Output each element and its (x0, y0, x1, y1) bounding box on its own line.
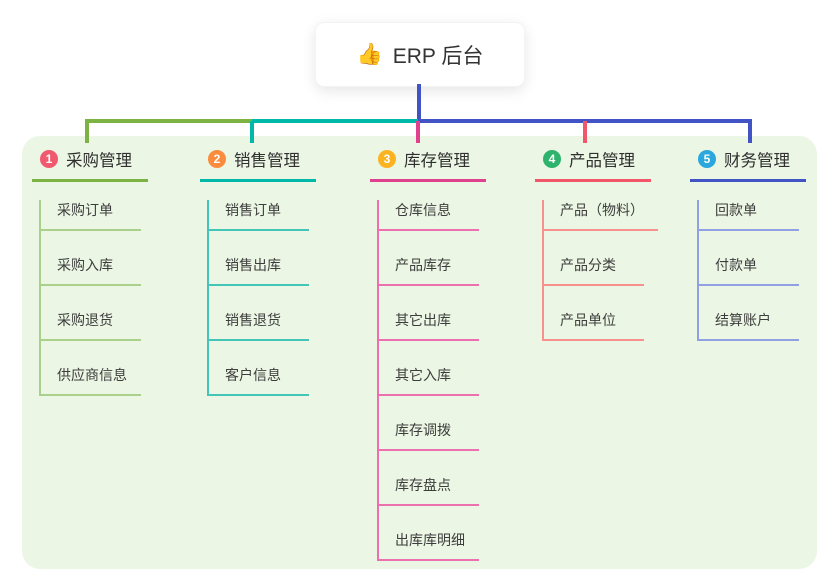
branch-index-badge: 1 (40, 150, 58, 168)
branch-index-badge: 2 (208, 150, 226, 168)
branch-title: 库存管理 (404, 152, 470, 170)
drop-line (250, 121, 254, 143)
branch-head[interactable]: 5 财务管理 (690, 147, 806, 182)
child-node[interactable]: 采购退货 (41, 310, 141, 341)
child-node[interactable]: 采购订单 (41, 200, 141, 231)
child-node[interactable]: 结算账户 (699, 310, 799, 341)
child-node[interactable]: 库存调拨 (379, 420, 479, 451)
branch-children: 仓库信息产品库存其它出库其它入库库存调拨库存盘点出库库明细 (377, 200, 479, 561)
branch-head[interactable]: 1 采购管理 (32, 147, 148, 182)
branch-index-badge: 5 (698, 150, 716, 168)
branch-head[interactable]: 4 产品管理 (535, 147, 651, 182)
branch-children: 产品（物料） 产品分类产品单位 (542, 200, 658, 341)
branch-title: 采购管理 (66, 152, 132, 170)
branch-children: 回款单付款单结算账户 (697, 200, 799, 341)
branch-node: 1 采购管理 采购订单采购入库采购退货供应商信息 (32, 147, 148, 396)
branch-node: 3 库存管理 仓库信息产品库存其它出库其它入库库存调拨库存盘点出库库明细 (370, 147, 486, 561)
child-node[interactable]: 其它入库 (379, 365, 479, 396)
root-node[interactable]: 👍 ERP 后台 (315, 22, 525, 87)
drop-line (583, 121, 587, 143)
child-node[interactable]: 回款单 (699, 200, 799, 231)
child-node[interactable]: 仓库信息 (379, 200, 479, 231)
branch-node: 5 财务管理 回款单付款单结算账户 (690, 147, 806, 341)
thumbs-up-icon: 👍 (356, 43, 383, 66)
branch-head[interactable]: 3 库存管理 (370, 147, 486, 182)
child-node[interactable]: 客户信息 (209, 365, 309, 396)
child-node[interactable]: 出库库明细 (379, 530, 479, 561)
child-node[interactable]: 供应商信息 (41, 365, 141, 396)
branch-children: 采购订单采购入库采购退货供应商信息 (39, 200, 141, 396)
child-node[interactable]: 付款单 (699, 255, 799, 286)
child-node[interactable]: 采购入库 (41, 255, 141, 286)
child-node[interactable]: 销售退货 (209, 310, 309, 341)
branch-title: 产品管理 (569, 152, 635, 170)
branch-node: 4 产品管理 产品（物料） 产品分类产品单位 (535, 147, 658, 341)
child-node[interactable]: 产品单位 (544, 310, 644, 341)
drop-line (85, 121, 89, 143)
branch-index-badge: 3 (378, 150, 396, 168)
child-node[interactable]: 销售订单 (209, 200, 309, 231)
trunk-line (417, 84, 421, 123)
drop-line (416, 121, 420, 143)
child-node[interactable]: 销售出库 (209, 255, 309, 286)
root-title: ERP 后台 (392, 44, 484, 68)
branch-node: 2 销售管理 销售订单销售出库销售退货客户信息 (200, 147, 316, 396)
child-node[interactable]: 产品（物料） (544, 200, 658, 231)
child-node[interactable]: 产品库存 (379, 255, 479, 286)
branch-head[interactable]: 2 销售管理 (200, 147, 316, 182)
branch-title: 财务管理 (724, 152, 790, 170)
child-node[interactable]: 产品分类 (544, 255, 644, 286)
drop-line (748, 121, 752, 143)
bar-segment (85, 119, 254, 123)
bar-segment (252, 119, 420, 123)
child-node[interactable]: 其它出库 (379, 310, 479, 341)
branch-title: 销售管理 (234, 152, 300, 170)
child-node[interactable]: 库存盘点 (379, 475, 479, 506)
branch-index-badge: 4 (543, 150, 561, 168)
branch-children: 销售订单销售出库销售退货客户信息 (207, 200, 309, 396)
branches-panel (22, 136, 817, 569)
